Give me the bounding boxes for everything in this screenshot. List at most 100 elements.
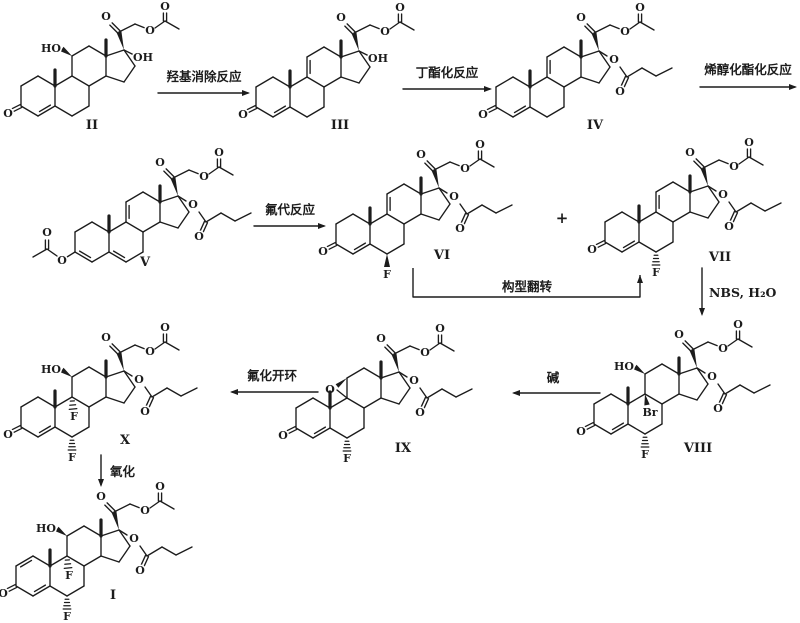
atom-label: O xyxy=(140,504,150,517)
atom-label: O xyxy=(135,564,145,577)
reaction-arrow-4: 氟代反应 xyxy=(253,201,326,229)
reaction-label: NBS, H₂O xyxy=(709,285,777,300)
atom-label: O xyxy=(194,230,204,243)
plus-sign: + xyxy=(556,209,569,227)
atom-label: O xyxy=(0,587,8,600)
c6-fluorine: F xyxy=(68,451,76,464)
atom-label: O xyxy=(576,425,586,438)
atom-label: O xyxy=(3,107,13,120)
atom-label: O xyxy=(101,10,111,23)
c11-hydroxyl: HO xyxy=(41,42,61,55)
c9-fluorine: F xyxy=(65,569,73,582)
structure-numeral-I: I xyxy=(110,588,116,603)
atom-label: O xyxy=(674,328,684,341)
atom-label: O xyxy=(460,162,470,175)
atom-label: O xyxy=(416,148,426,161)
atom-label: O xyxy=(415,406,425,419)
structure-numeral-IV: IV xyxy=(587,118,604,133)
atom-label: O xyxy=(420,346,430,359)
atom-label: O xyxy=(188,198,198,211)
atom-label: O xyxy=(3,428,13,441)
atom-label: O xyxy=(724,220,734,233)
atom-label: O xyxy=(576,11,586,24)
atom-label: O xyxy=(733,318,743,331)
atom-label: O xyxy=(238,108,248,121)
atom-label: O xyxy=(395,1,405,14)
atom-label: O xyxy=(155,156,165,169)
atom-label: O xyxy=(435,322,445,335)
atom-label: O xyxy=(96,490,106,503)
reaction-arrow-5: 碱 xyxy=(512,369,601,396)
atom-label: O xyxy=(214,146,224,159)
reaction-label: 氧化 xyxy=(109,464,136,479)
reaction-label: 氟化开环 xyxy=(247,368,298,383)
reaction-arrow-7: NBS, H₂O xyxy=(699,267,778,316)
structure-numeral-VII: VII xyxy=(708,250,731,265)
reaction-arrow-2: 丁酯化反应 xyxy=(402,64,492,92)
reaction-label: 氟代反应 xyxy=(265,202,316,217)
atom-label: O xyxy=(129,532,139,545)
c6-fluorine: F xyxy=(652,266,660,279)
atom-label: O xyxy=(160,0,170,13)
atom-label: O xyxy=(587,243,597,256)
atom-label: O xyxy=(478,108,488,121)
atom-label: O xyxy=(635,1,645,14)
c11-hydroxyl: HO xyxy=(614,360,634,373)
atom-label: O xyxy=(707,370,717,383)
c6-fluorine: F xyxy=(383,268,391,281)
c11-hydroxyl: HO xyxy=(36,522,56,535)
atom-label: O xyxy=(729,160,739,173)
reaction-label: 丁酯化反应 xyxy=(416,65,479,80)
reaction-arrow-8: 氧化 xyxy=(98,454,137,487)
atom-label: O xyxy=(101,331,111,344)
atom-label: O xyxy=(449,190,459,203)
atom-label: O xyxy=(475,138,485,151)
atom-label: O xyxy=(685,146,695,159)
reaction-arrow-3: 烯醇化酯化反应 xyxy=(699,61,797,90)
reaction-label: 羟基消除反应 xyxy=(166,69,242,84)
atom-label: O xyxy=(336,11,346,24)
atom-label: O xyxy=(380,25,390,38)
reaction-label: 构型翻转 xyxy=(502,279,553,294)
atom-label: O xyxy=(615,85,625,98)
atom-label: O xyxy=(140,405,150,418)
atom-label: O xyxy=(718,342,728,355)
epoxide-oxygen: O xyxy=(325,383,335,396)
reaction-arrow-9: 构型翻转 xyxy=(412,268,643,298)
reaction-arrow-6: 氟化开环 xyxy=(230,367,319,395)
atom-label: O xyxy=(609,53,619,66)
atom-label: O xyxy=(455,222,465,235)
atom-label: O xyxy=(620,25,630,38)
structure-numeral-IX: IX xyxy=(395,441,412,456)
atom-label: O xyxy=(718,188,728,201)
structure-numeral-II: II xyxy=(86,118,98,133)
atom-label: O xyxy=(376,332,386,345)
c6-fluorine: F xyxy=(63,610,71,623)
reaction-label: 烯醇化酯化反应 xyxy=(704,62,792,77)
atom-label: O xyxy=(57,254,67,267)
structure-numeral-X: X xyxy=(120,433,131,448)
atom-label: O xyxy=(318,245,328,258)
atom-label: O xyxy=(278,429,288,442)
c11-hydroxyl: HO xyxy=(41,363,61,376)
atom-label: O xyxy=(160,321,170,334)
c9-fluorine: F xyxy=(70,410,78,423)
structure-numeral-III: III xyxy=(331,118,349,133)
atom-label: O xyxy=(42,226,52,239)
atom-label: O xyxy=(145,24,155,37)
structure-numeral-VI: VI xyxy=(433,248,450,263)
c17-hydroxyl: OH xyxy=(368,52,388,65)
reaction-arrow-1: 羟基消除反应 xyxy=(157,68,250,96)
atom-label: O xyxy=(744,136,754,149)
